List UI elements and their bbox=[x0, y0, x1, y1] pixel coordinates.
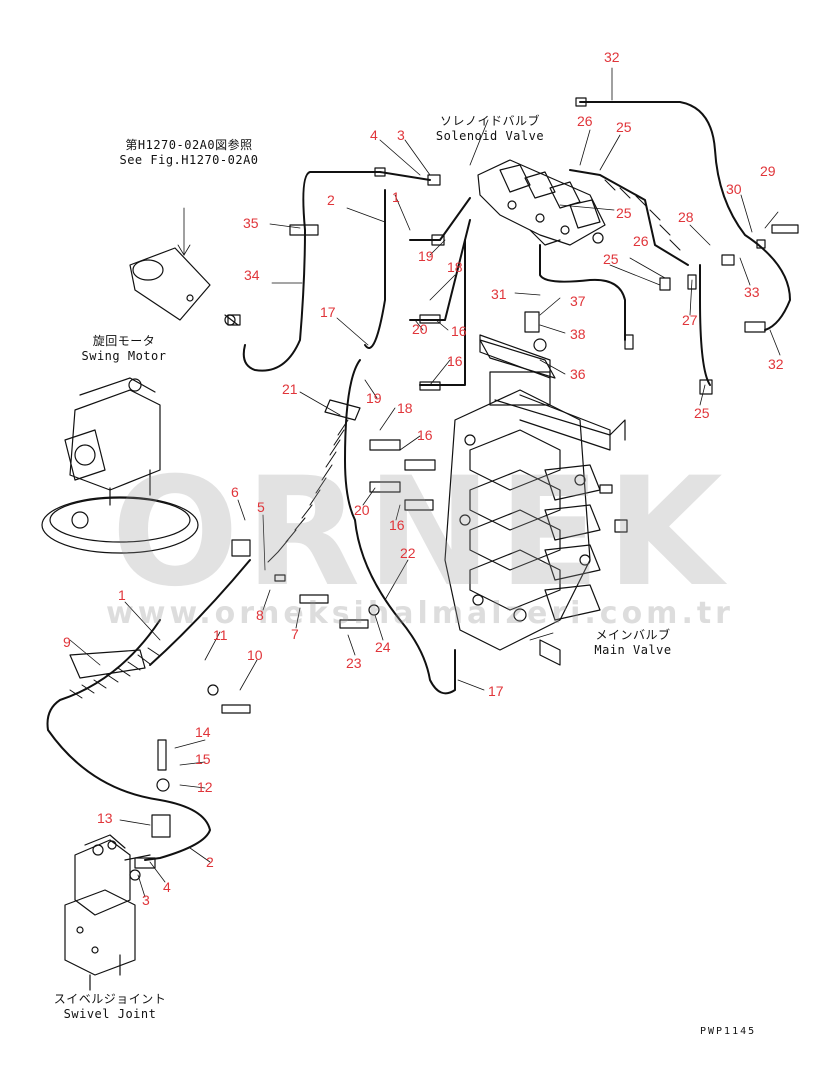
callout-12: 12 bbox=[197, 779, 213, 795]
callout-16b: 16 bbox=[447, 353, 463, 369]
main-jp: メインバルブ bbox=[595, 628, 671, 642]
callout-3b: 3 bbox=[142, 892, 150, 908]
callout-28: 28 bbox=[678, 209, 694, 225]
callout-13: 13 bbox=[97, 810, 113, 826]
callout-19b: 19 bbox=[366, 390, 382, 406]
watermark-url: www.orneksihalmalzeri.com.tr bbox=[106, 596, 734, 631]
main-valve bbox=[444, 339, 626, 666]
callout-25d: 25 bbox=[694, 405, 710, 421]
callout-3: 3 bbox=[397, 127, 405, 143]
solenoid-jp: ソレノイドバルブ bbox=[439, 114, 540, 128]
callout-21: 21 bbox=[282, 381, 298, 397]
swivel-joint bbox=[64, 834, 151, 991]
callout-26: 26 bbox=[577, 113, 593, 129]
callout-5: 5 bbox=[257, 499, 265, 515]
callout-34: 34 bbox=[244, 267, 260, 283]
callout-32b: 32 bbox=[768, 356, 784, 372]
callout-20: 20 bbox=[412, 321, 428, 337]
callout-16: 16 bbox=[451, 323, 467, 339]
solenoid-en: Solenoid Valve bbox=[435, 129, 545, 143]
main-en: Main Valve bbox=[594, 643, 672, 657]
swivel-en: Swivel Joint bbox=[63, 1007, 157, 1021]
swing-motor-label: 旋回モータ Swing Motor bbox=[64, 334, 184, 364]
solenoid-valve-label: ソレノイドバルブ Solenoid Valve bbox=[420, 114, 560, 144]
swivel-joint-label: スイベルジョイント Swivel Joint bbox=[40, 992, 180, 1022]
callout-27: 27 bbox=[682, 312, 698, 328]
fittings bbox=[129, 97, 799, 881]
callout-22: 22 bbox=[400, 545, 416, 561]
callout-19: 19 bbox=[418, 248, 434, 264]
swing-en: Swing Motor bbox=[81, 349, 167, 363]
see-fig-jp: 第H1270-02A0図参照 bbox=[125, 138, 253, 152]
callout-26b: 26 bbox=[633, 233, 649, 249]
callout-24: 24 bbox=[375, 639, 391, 655]
swivel-jp: スイベルジョイント bbox=[53, 992, 167, 1006]
callout-8: 8 bbox=[256, 607, 264, 623]
callout-1b: 1 bbox=[118, 587, 126, 603]
callout-25c: 25 bbox=[603, 251, 619, 267]
callout-23: 23 bbox=[346, 655, 362, 671]
callout-25b: 25 bbox=[616, 205, 632, 221]
callout-18: 18 bbox=[447, 259, 463, 275]
callout-2: 2 bbox=[327, 192, 335, 208]
swing-jp: 旋回モータ bbox=[92, 334, 156, 348]
callout-2b: 2 bbox=[206, 854, 214, 870]
callout-6: 6 bbox=[231, 484, 239, 500]
callout-29: 29 bbox=[760, 163, 776, 179]
callout-16d: 16 bbox=[389, 517, 405, 533]
spiral-wrap bbox=[69, 179, 681, 699]
callout-25: 25 bbox=[616, 119, 632, 135]
callout-4b: 4 bbox=[163, 879, 171, 895]
callout-11: 11 bbox=[213, 627, 228, 643]
swing-motor bbox=[41, 377, 199, 554]
hoses bbox=[46, 101, 791, 861]
callout-9: 9 bbox=[63, 634, 71, 650]
watermark-logo: ORNEK bbox=[111, 446, 729, 620]
solenoid-valve bbox=[477, 159, 606, 246]
leader-lines bbox=[69, 67, 781, 898]
drawing-code: PWP1145 bbox=[700, 1026, 757, 1037]
reference-component bbox=[129, 247, 239, 326]
callout-18b: 18 bbox=[397, 400, 413, 416]
callout-14: 14 bbox=[195, 724, 211, 740]
callout-10: 10 bbox=[247, 647, 263, 663]
callout-31: 31 bbox=[491, 286, 507, 302]
see-fig-label: 第H1270-02A0図参照 See Fig.H1270-02A0 bbox=[104, 138, 274, 168]
callout-20b: 20 bbox=[354, 502, 370, 518]
callout-7: 7 bbox=[291, 626, 299, 642]
callout-38: 38 bbox=[570, 326, 586, 342]
callout-17b: 17 bbox=[488, 683, 504, 699]
brackets bbox=[69, 334, 551, 679]
main-valve-label: メインバルブ Main Valve bbox=[578, 628, 688, 658]
callout-16c: 16 bbox=[417, 427, 433, 443]
callout-32: 32 bbox=[604, 49, 620, 65]
callout-15: 15 bbox=[195, 751, 211, 767]
callout-30: 30 bbox=[726, 181, 742, 197]
callout-4: 4 bbox=[370, 127, 378, 143]
callout-17: 17 bbox=[320, 304, 336, 320]
see-fig-en: See Fig.H1270-02A0 bbox=[119, 153, 259, 167]
callout-37: 37 bbox=[570, 293, 586, 309]
callout-35: 35 bbox=[243, 215, 259, 231]
callout-33: 33 bbox=[744, 284, 760, 300]
callout-36: 36 bbox=[570, 366, 586, 382]
callout-1: 1 bbox=[392, 189, 400, 205]
